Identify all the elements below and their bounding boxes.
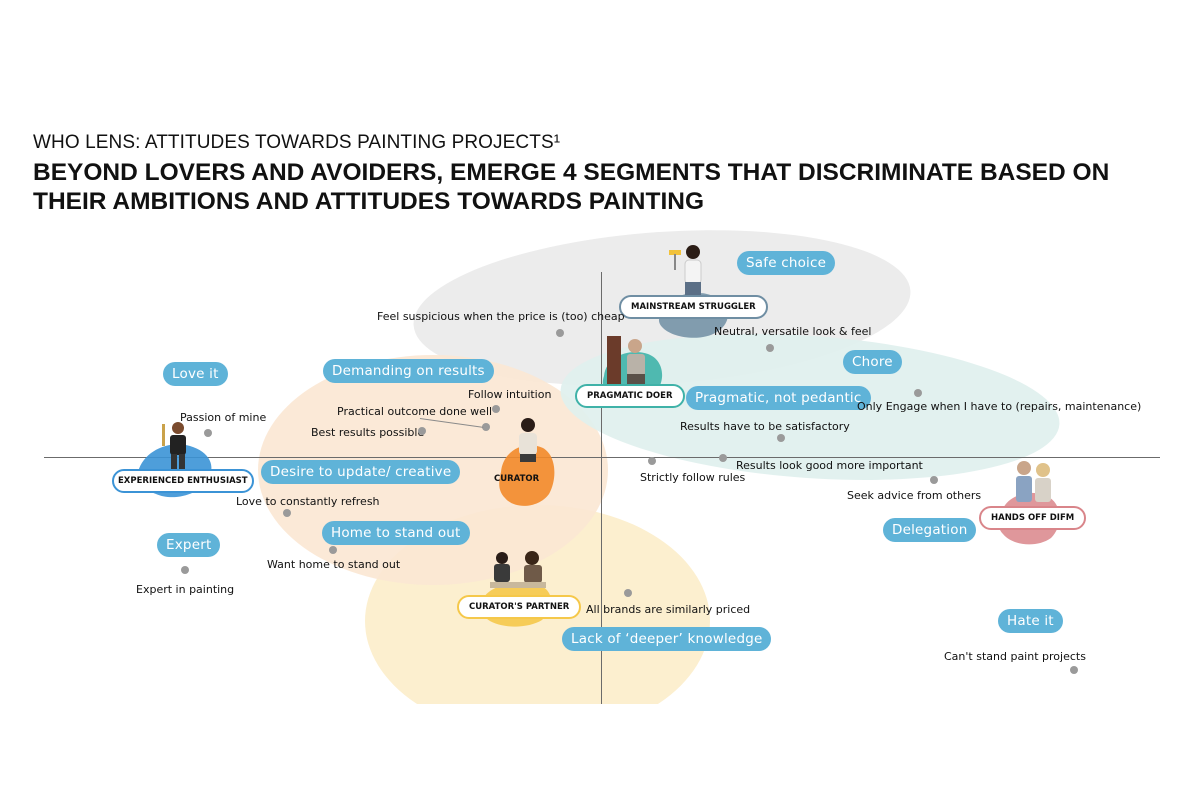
pill-desire-to-update: Desire to update/ creative [261,460,461,484]
dot-passion-of-mine [204,429,212,437]
dot-results-look-good [719,454,727,462]
dot-want-home-stand-out [329,546,337,554]
note-brands-similarly-priced: All brands are similarly priced [586,603,751,616]
vertical-axis [601,272,602,704]
note-expert-in-painting: Expert in painting [136,583,235,596]
note-strictly-follow-rules: Strictly follow rules [640,471,746,484]
dot-follow-intuition [492,405,500,413]
note-want-home-stand-out: Want home to stand out [267,558,401,571]
note-seek-advice: Seek advice from others [847,489,982,502]
segment-curator: CURATOR [494,474,540,484]
dot-only-engage [914,389,922,397]
man-with-door-icon [607,336,645,386]
dot-strictly-follow-rules [648,457,656,465]
pill-safe-choice: Safe choice [737,251,836,275]
note-follow-intuition: Follow intuition [468,388,552,401]
pill-pragmatic-not-pedantic: Pragmatic, not pedantic [686,386,871,410]
note-only-engage: Only Engage when I have to (repairs, mai… [857,400,1142,413]
dot-results-satisfactory [777,434,785,442]
pill-chore: Chore [843,350,902,374]
dot-neutral-look [766,344,774,352]
note-love-to-refresh: Love to constantly refresh [236,495,380,508]
dot-expert-in-painting [181,566,189,574]
pill-delegation: Delegation [883,518,977,542]
woman-thinking-icon [519,418,537,462]
note-results-satisfactory: Results have to be satisfactory [680,420,850,433]
bottom-mask [300,704,800,764]
note-neutral-look: Neutral, versatile look & feel [714,325,872,338]
pill-demanding-on-results: Demanding on results [323,359,494,383]
note-suspicious-price: Feel suspicious when the price is (too) … [377,310,625,323]
woman-with-roller-icon [669,245,702,296]
painter-person-icon [162,422,186,469]
note-practical-outcome: Practical outcome done well [337,405,493,418]
segment-pragmatic-doer: PRAGMATIC DOER [575,384,685,408]
pill-expert: Expert [157,533,221,557]
curator-splash [499,445,555,506]
note-cant-stand-paint: Can't stand paint projects [944,650,1086,663]
segment-curators-partner: CURATOR'S PARTNER [457,595,582,619]
dot-suspicious-price [556,329,564,337]
couple-sitting-icon [490,551,546,588]
older-couple-icon [1016,461,1051,502]
pill-home-to-stand-out: Home to stand out [322,521,470,545]
dot-practical-outcome [482,423,490,431]
segment-mainstream-struggler: MAINSTREAM STRUGGLER [619,295,768,319]
dot-brands-similarly-priced [624,589,632,597]
segment-hands-off-difm: HANDS OFF DIFM [979,506,1087,530]
pill-hate-it: Hate it [998,609,1063,633]
note-passion-of-mine: Passion of mine [180,411,267,424]
slide-kicker: WHO LENS: ATTITUDES TOWARDS PAINTING PRO… [33,132,561,153]
dot-best-results [418,427,426,435]
dot-love-to-refresh [283,509,291,517]
note-best-results: Best results possible [311,426,425,439]
pill-lack-of-deeper-knowledge: Lack of ‘deeper’ knowledge [562,627,772,651]
note-results-look-good: Results look good more important [736,459,923,472]
pill-love-it: Love it [163,362,228,386]
dot-seek-advice [930,476,938,484]
segment-experienced-enthusiast: EXPERIENCED ENTHUSIAST [112,469,254,493]
slide-headline: BEYOND LOVERS AND AVOIDERS, EMERGE 4 SEG… [33,159,1110,215]
horizontal-axis [44,457,1160,458]
dot-cant-stand-paint [1070,666,1078,674]
